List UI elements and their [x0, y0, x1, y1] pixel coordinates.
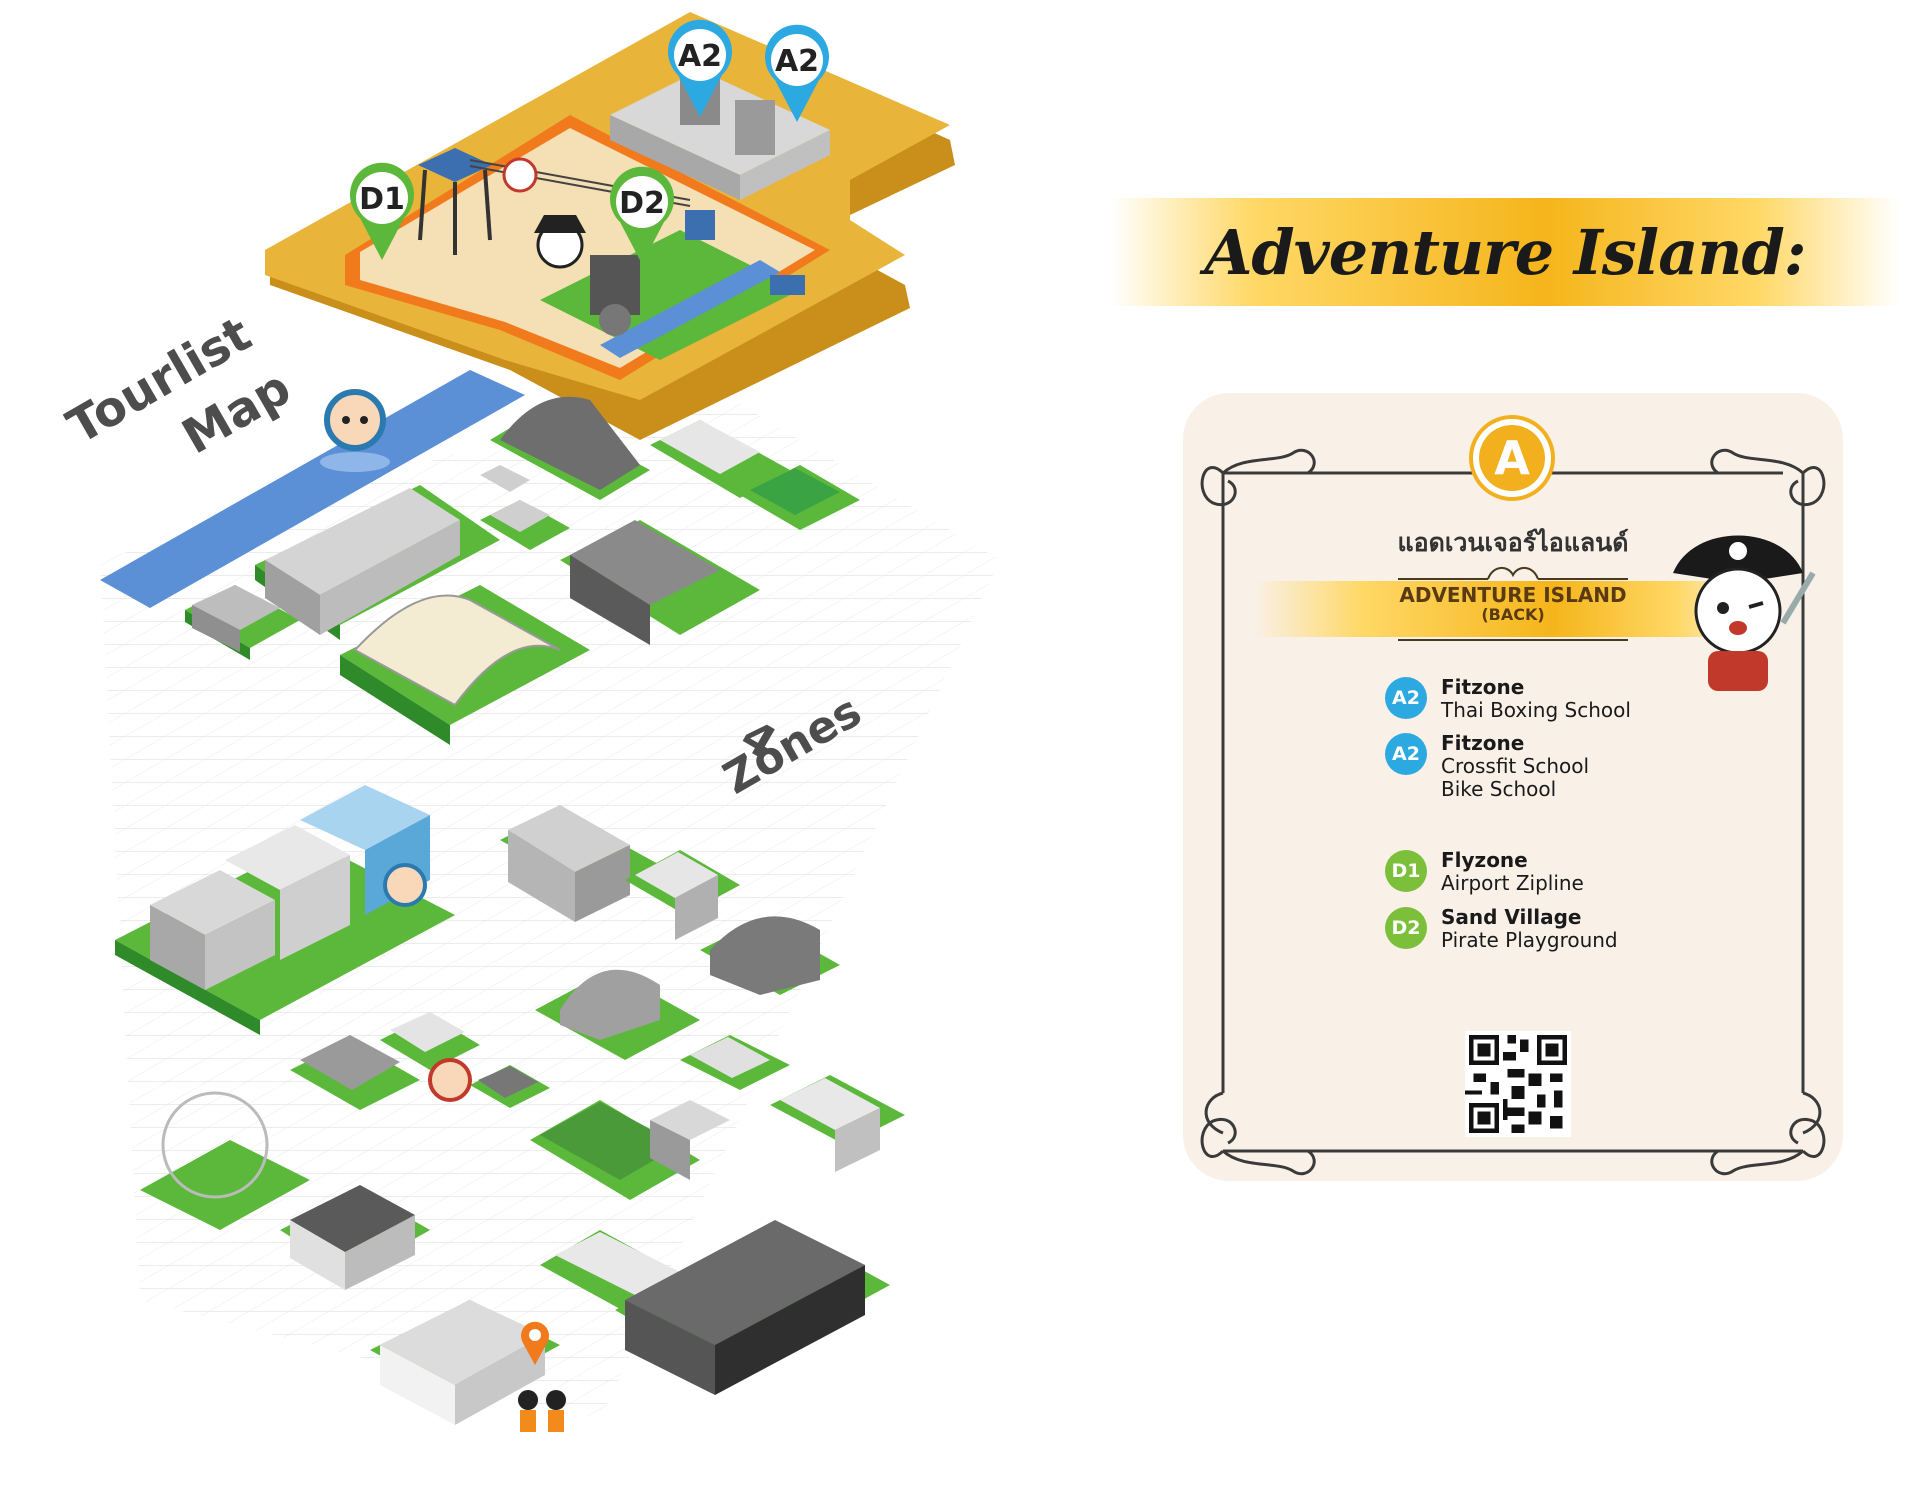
legend-title: Sand Village	[1441, 905, 1582, 929]
mascot-pirate-map	[534, 215, 586, 269]
river	[100, 370, 525, 608]
pin-a2-first-label: A2	[678, 39, 722, 74]
legend-detail: Airport Zipline	[1441, 871, 1584, 895]
ribbon-ornament-top	[1398, 567, 1628, 580]
ribbon-subtitle: (BACK)	[1481, 605, 1545, 624]
mascot-dancer	[428, 1058, 472, 1102]
title-banner	[1110, 198, 1900, 306]
location-pin-icon	[521, 1321, 549, 1365]
legend-detail: Pirate Playground	[1441, 928, 1618, 952]
pin-d2-label: D2	[619, 186, 665, 221]
legend-title: Fitzone	[1441, 675, 1525, 699]
pin-d1[interactable]: D1	[350, 162, 414, 260]
mascot-diver	[383, 863, 427, 907]
legend-badge-d2: D2	[1385, 907, 1427, 949]
zipline-tower	[418, 148, 492, 255]
qr-code[interactable]	[1465, 1031, 1571, 1137]
pin-a2-second[interactable]: A2	[765, 24, 829, 122]
water-channel	[600, 260, 780, 358]
zone-badge: A	[1469, 415, 1555, 501]
zone-d-blocks	[140, 1012, 905, 1425]
mascot-swimmer	[320, 389, 390, 472]
legend-title: Flyzone	[1441, 848, 1528, 872]
pirate-mascot-icon	[1673, 535, 1816, 691]
zone-b-blocks	[185, 396, 860, 745]
legend-detail: Crossfit School	[1441, 754, 1590, 778]
zone-ribbon	[1253, 581, 1753, 637]
legend-detail: Thai Boxing School	[1441, 698, 1631, 722]
legend-badge-a2: A2	[1385, 733, 1427, 775]
page-title: Adventure Island:	[1204, 215, 1806, 289]
pin-a2-second-label: A2	[775, 44, 819, 79]
legend-title: Fitzone	[1441, 731, 1525, 755]
adventure-island-platform	[265, 12, 955, 440]
ribbon-title: ADVENTURE ISLAND	[1399, 583, 1627, 607]
legend-detail: Bike School	[1441, 777, 1557, 801]
pin-d1-label: D1	[359, 182, 405, 217]
legend-badge-a2: A2	[1385, 677, 1427, 719]
zone-info-card: A แอดเวนเจอร์ไอแลนด์ ADVENTURE ISLAND (B…	[1183, 393, 1843, 1181]
legend-badge-d1: D1	[1385, 850, 1427, 892]
mascot-flyer	[502, 157, 538, 193]
zone-letter: A	[1479, 425, 1545, 491]
isometric-map: Tourlist Map 4 Zones A2 A2 D1 D2	[58, 12, 1000, 1432]
zone-c-blocks	[115, 785, 840, 1060]
pin-d2[interactable]: D2	[610, 166, 674, 264]
mascot-kids	[518, 1390, 566, 1432]
thai-zone-name: แอดเวนเจอร์ไอแลนด์	[1397, 528, 1629, 557]
ribbon-ornament-bottom	[1398, 639, 1628, 641]
pin-a2-first[interactable]: A2	[668, 19, 732, 117]
ornamental-frame	[1200, 449, 1826, 1175]
